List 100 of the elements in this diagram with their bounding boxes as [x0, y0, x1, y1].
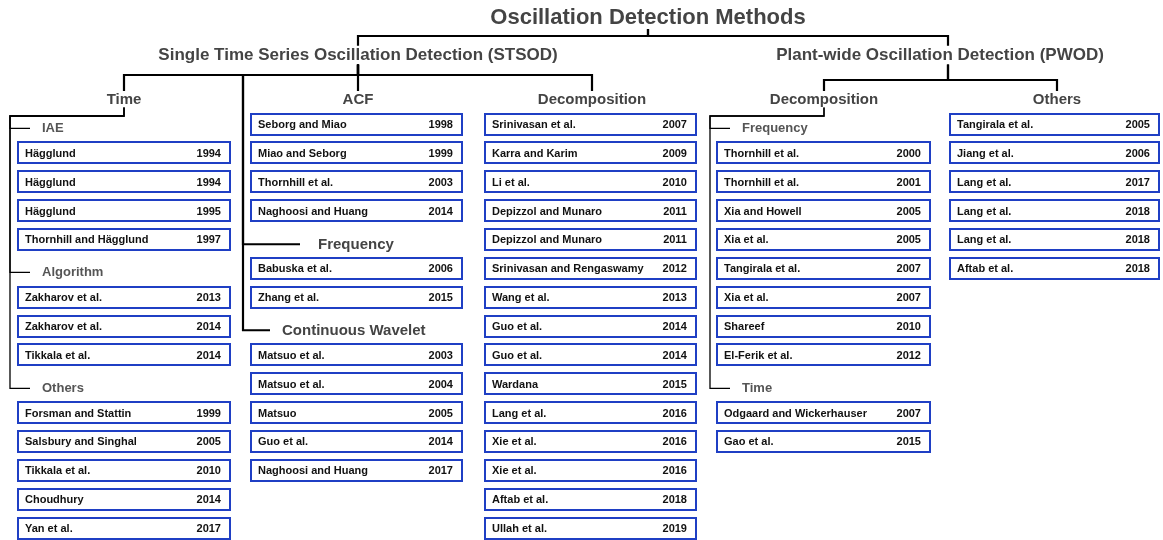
connector-line	[9, 106, 125, 389]
reference-box	[484, 256, 697, 280]
author-text: Matsuo et al.	[258, 348, 325, 361]
year-text: 2010	[662, 175, 687, 188]
author-text: Lang et al.	[492, 406, 547, 419]
connector-line	[946, 64, 1059, 91]
author-text: Naghoosi and Huang	[258, 464, 368, 477]
year-text: 2007	[662, 118, 687, 130]
year-text: 2014	[662, 320, 687, 332]
category-heading: Plant-wide Oscillation Detection (PWOD)	[776, 45, 1104, 65]
author-text: Xia et al.	[724, 291, 769, 304]
reference-box	[250, 285, 463, 309]
reference-box	[949, 170, 1160, 194]
subcategory-label: Time	[730, 381, 773, 396]
author-text: Hägglund	[25, 175, 76, 188]
reference-box	[949, 227, 1160, 251]
year-text: 2012	[896, 348, 921, 361]
connector-line	[646, 29, 950, 46]
reference-box	[250, 343, 463, 367]
year-text: 2014	[196, 493, 221, 506]
author-text: Shareef	[724, 320, 765, 332]
author-text: Wardana	[492, 377, 539, 390]
year-text: 2003	[428, 175, 453, 188]
category-heading: Frequency	[300, 236, 394, 253]
author-text: Hägglund	[25, 146, 76, 159]
reference-box	[17, 314, 231, 338]
author-text: Xia and Howell	[724, 204, 802, 217]
author-text: Wang et al.	[492, 291, 550, 304]
year-text: 2019	[662, 522, 687, 535]
diagram-title: Oscillation Detection Methods	[490, 4, 806, 29]
author-text: Aftab et al.	[957, 262, 1014, 275]
author-text: Tikkala et al.	[25, 464, 91, 477]
reference-box	[484, 170, 697, 194]
reference-box	[17, 227, 231, 251]
author-text: Depizzol and Munaro	[492, 233, 602, 246]
author-text: Guo et al.	[492, 348, 543, 361]
reference-box	[484, 141, 697, 165]
year-text: 1995	[196, 204, 221, 217]
year-text: 2013	[196, 291, 221, 304]
author-text: Thornhill et al.	[258, 175, 334, 188]
year-text: 2005	[896, 233, 921, 246]
year-text: 1999	[428, 146, 453, 159]
year-text: 2018	[1125, 204, 1150, 217]
reference-box	[949, 112, 1160, 136]
author-text: Babuska et al.	[258, 262, 332, 275]
reference-box	[17, 458, 231, 482]
year-text: 2017	[196, 522, 221, 535]
year-text: 1998	[428, 118, 453, 130]
connector-line	[709, 106, 825, 389]
reference-box	[484, 516, 697, 540]
year-text: 2006	[1125, 146, 1150, 159]
author-text: Aftab et al.	[492, 493, 549, 506]
reference-box	[17, 429, 231, 453]
year-text: 2015	[662, 377, 687, 390]
reference-box	[716, 314, 931, 338]
subcategory-label: IAE	[30, 121, 64, 136]
author-text: Karra and Karim	[492, 146, 578, 159]
reference-box	[250, 141, 463, 165]
author-text: Choudhury	[25, 493, 84, 506]
reference-box	[250, 170, 463, 194]
year-text: 2011	[663, 204, 687, 217]
reference-box	[250, 112, 463, 136]
year-text: 2018	[662, 493, 687, 506]
reference-box	[250, 458, 463, 482]
author-text: Naghoosi and Huang	[258, 204, 368, 217]
year-text: 2015	[428, 291, 453, 304]
author-text: Lang et al.	[957, 233, 1012, 246]
subcategory-label: Algorithm	[30, 265, 104, 280]
reference-box	[716, 256, 931, 280]
author-text: Salsbury and Singhal	[25, 435, 137, 448]
reference-box	[716, 429, 931, 453]
category-heading: Others	[1032, 91, 1082, 108]
year-text: 2017	[1125, 175, 1150, 188]
author-text: Thornhill and Hägglund	[25, 233, 149, 246]
year-text: 2013	[662, 291, 687, 304]
year-text: 2009	[662, 146, 687, 159]
reference-box	[17, 516, 231, 540]
reference-box	[17, 401, 231, 425]
author-text: Guo et al.	[258, 435, 309, 448]
author-text: El-Ferik et al.	[724, 348, 793, 361]
reference-box	[17, 199, 231, 223]
reference-box	[250, 372, 463, 396]
year-text: 2016	[662, 464, 687, 477]
reference-box	[716, 227, 931, 251]
reference-box	[484, 199, 697, 223]
category-heading: Single Time Series Oscillation Detection (STSOD)	[158, 45, 558, 65]
author-text: Jiang et al.	[957, 146, 1014, 159]
reference-box	[17, 487, 231, 511]
reference-box	[484, 458, 697, 482]
year-text: 2010	[896, 320, 921, 332]
author-text: Xie et al.	[492, 464, 537, 477]
reference-box	[949, 141, 1160, 165]
author-text: Xia et al.	[724, 233, 769, 246]
reference-box	[716, 401, 931, 425]
subcategory-label: Frequency	[730, 121, 808, 136]
author-text: Odgaard and Wickerhauser	[724, 406, 867, 419]
author-text: Zhang et al.	[258, 291, 320, 304]
author-text: Zakharov et al.	[25, 320, 103, 332]
reference-box	[250, 429, 463, 453]
subcategory-label: Others	[30, 381, 84, 396]
